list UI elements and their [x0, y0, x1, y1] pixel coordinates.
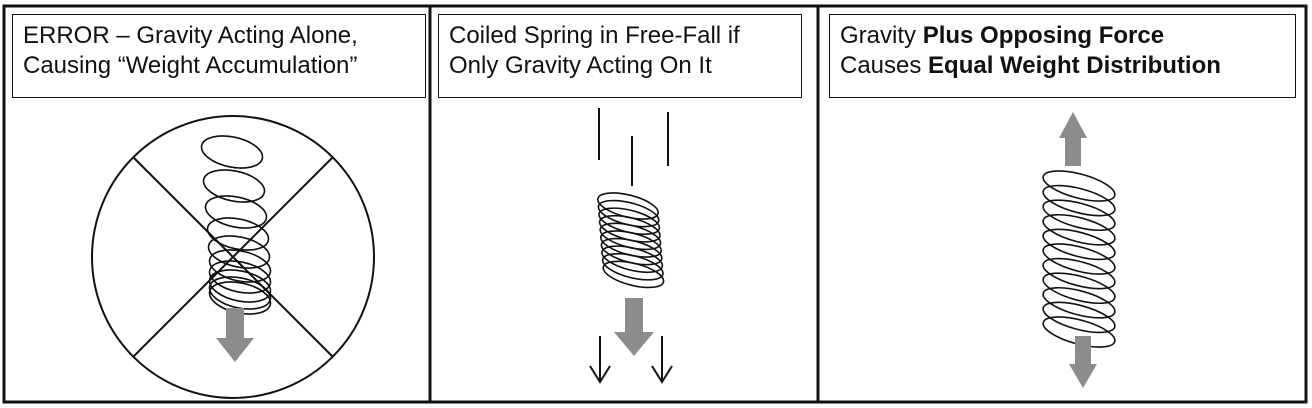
panel3-caption-line1-bold: Plus Opposing Force: [922, 22, 1165, 49]
balanced-spring-icon: [1042, 170, 1116, 348]
fall-direction-arrow-right-icon: [651, 336, 673, 384]
fall-direction-arrow-left-icon: [589, 336, 611, 384]
panel3-caption-line2-plain: Causes: [840, 52, 929, 79]
panel3-caption-line1: Gravity Plus Opposing Force: [840, 21, 1285, 51]
outer-border: [2, 4, 1308, 404]
panel3-caption-line1-plain: Gravity: [840, 22, 923, 49]
panel3-caption-line2-bold: Equal Weight Distribution: [928, 52, 1221, 79]
panel1-caption-line2: Causing “Weight Accumulation”: [23, 52, 358, 79]
motion-lines-icon: [598, 108, 669, 186]
panel3-caption-line2: Causes Equal Weight Distribution: [840, 51, 1285, 81]
panel1-caption-line1: ERROR – Gravity Acting Alone,: [23, 22, 358, 49]
panel2-caption-line2: Only Gravity Acting On It: [449, 52, 712, 79]
prohibition-symbol-icon: [91, 115, 375, 399]
falling-spring-icon: [597, 192, 665, 289]
compressed-spring-icon: [200, 135, 272, 315]
gravity-arrow-down-icon: [1069, 336, 1097, 388]
panel3-caption: Gravity Plus Opposing Force Causes Equal…: [829, 14, 1296, 98]
panel2-caption-line1: Coiled Spring in Free-Fall if: [449, 22, 740, 49]
gravity-arrow-down-icon: [614, 298, 654, 356]
panel1-caption: ERROR – Gravity Acting Alone, Causing “W…: [12, 14, 426, 98]
gravity-arrow-down-icon: [216, 308, 254, 362]
opposing-force-arrow-up-icon: [1059, 112, 1087, 166]
panel2-caption: Coiled Spring in Free-Fall if Only Gravi…: [438, 14, 802, 98]
